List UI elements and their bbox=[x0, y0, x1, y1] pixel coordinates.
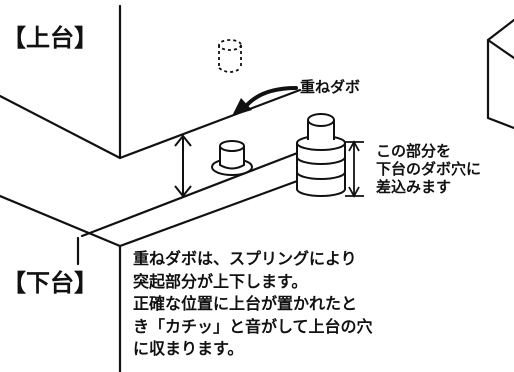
description-line: き「カチッ」と音がして上台の穴 bbox=[133, 316, 373, 336]
insertion-note-line: 差込みます bbox=[376, 178, 452, 196]
description-line: に収まります。 bbox=[133, 339, 244, 358]
description-line: 突起部分が上下します。 bbox=[133, 271, 308, 291]
insertion-note-line: 下台のダボ穴に bbox=[376, 160, 482, 178]
right-cabinet-top bbox=[486, 38, 514, 60]
upper-stand-dowel-hole bbox=[218, 39, 242, 73]
right-cabinet-outline bbox=[486, 18, 514, 130]
description-line: 正確な位置に上台が置かれたと bbox=[133, 294, 358, 313]
callout-arrow bbox=[244, 86, 298, 108]
dowel-callout-label: 重ねダボ bbox=[300, 78, 361, 96]
insertion-note-line: この部分を bbox=[376, 142, 452, 160]
spring-dowel bbox=[296, 113, 346, 197]
upper-stand-left-edge bbox=[0, 94, 122, 160]
insertion-bracket bbox=[345, 140, 364, 198]
lower-stand-top-front-edge bbox=[80, 150, 302, 238]
description-text: 重ねダボは、スプリングにより 突起部分が上下します。 正確な位置に上台が置かれた… bbox=[133, 248, 373, 361]
description-line: 重ねダボは、スプリングにより bbox=[133, 249, 357, 268]
lower-stand-upper-edge bbox=[118, 178, 302, 248]
upper-stand-panel bbox=[118, 4, 302, 160]
lower-stand-top-back-edge bbox=[0, 194, 122, 248]
gap-arrow bbox=[174, 134, 192, 198]
insertion-note: この部分を 下台のダボ穴に 差込みます bbox=[376, 142, 481, 196]
inserted-dowel bbox=[211, 140, 253, 176]
upper-stand-label: 【上台】 bbox=[2, 24, 98, 52]
lower-stand-label: 【下台】 bbox=[2, 269, 98, 297]
